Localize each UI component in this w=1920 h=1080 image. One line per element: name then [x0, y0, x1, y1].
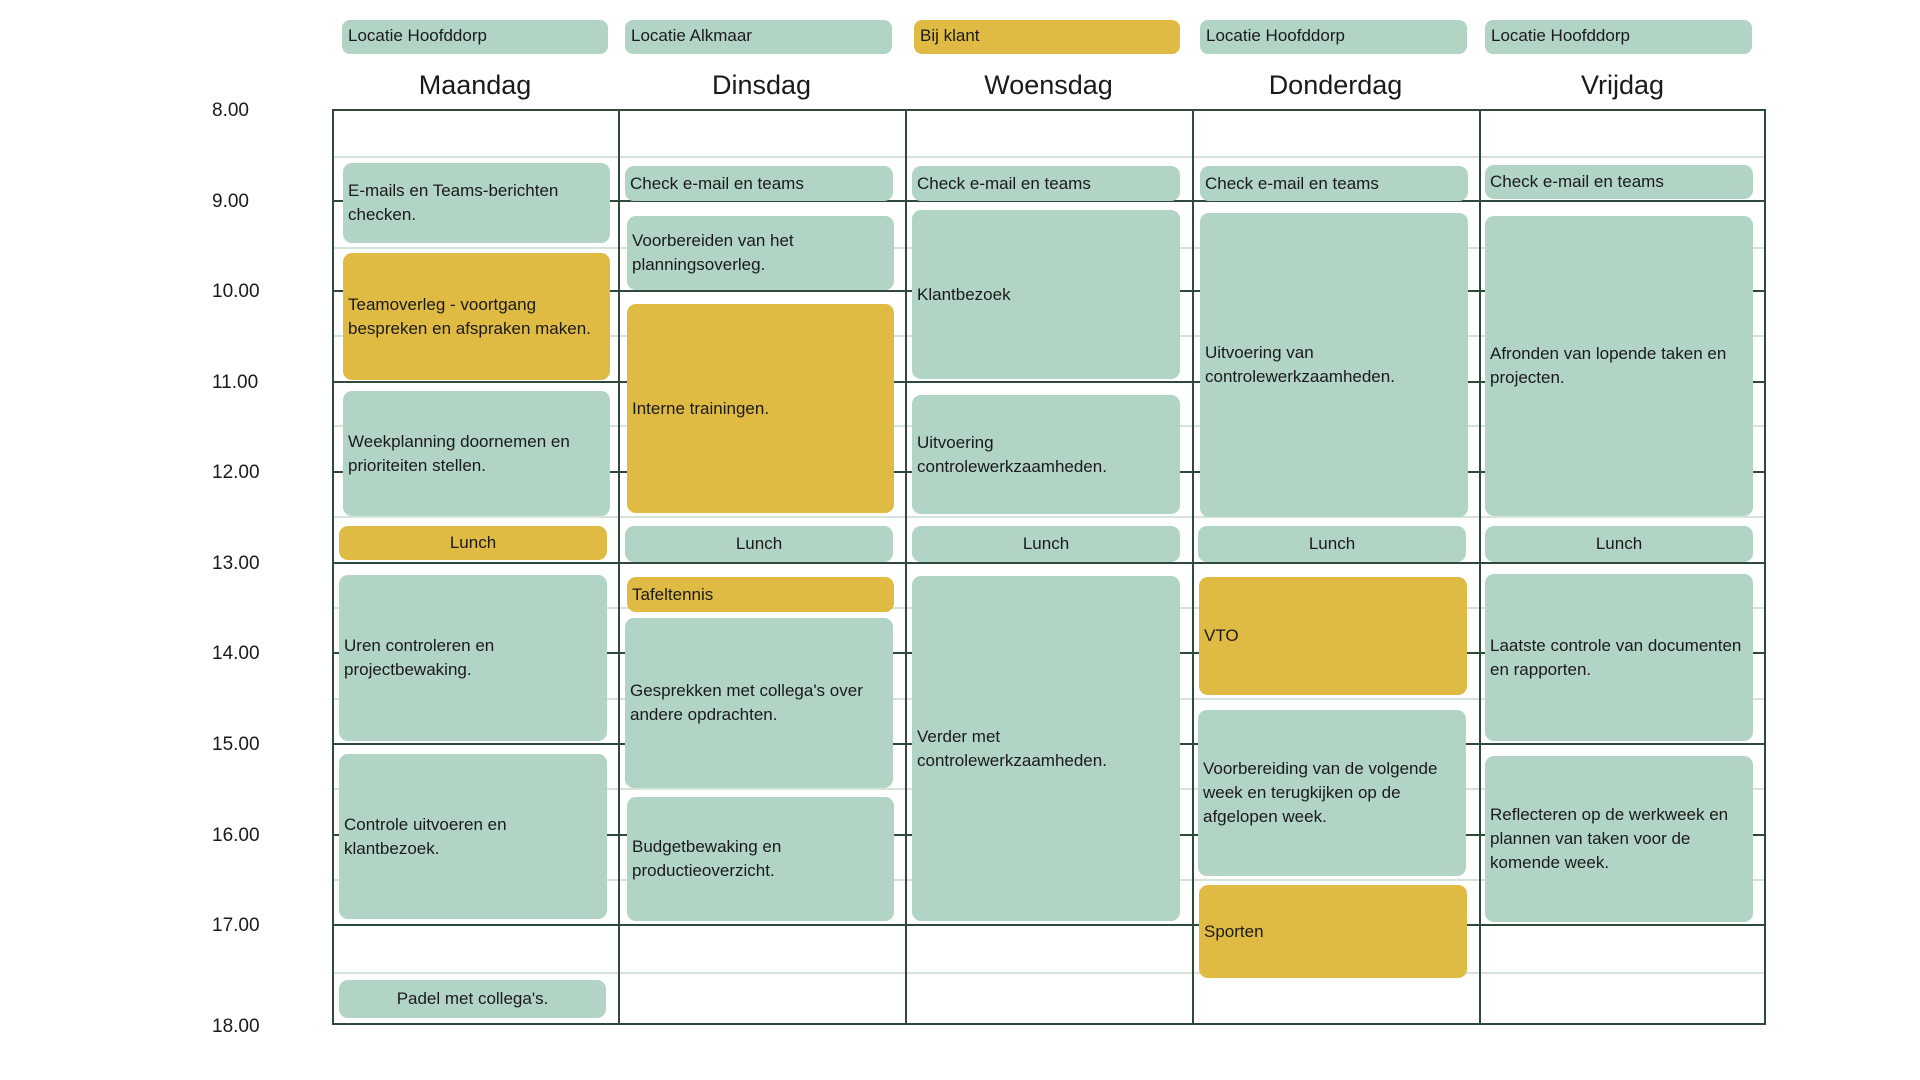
- schedule-grid: [332, 109, 1766, 1025]
- event-label: Lunch: [735, 534, 783, 553]
- event-block-check-e-mail-en-teams[interactable]: Check e-mail en teams: [912, 166, 1180, 201]
- day-header-maandag: Maandag: [418, 70, 532, 100]
- event-block-afronden-van-lopende-taken-en-projecten[interactable]: Afronden van lopende taken en projecten.: [1485, 216, 1753, 516]
- day-header-woensdag: Woensdag: [984, 70, 1113, 100]
- event-label: Lunch: [1022, 534, 1070, 553]
- event-block-laatste-controle-van-documenten-en-rappo[interactable]: Laatste controle van documenten en rappo…: [1485, 574, 1753, 741]
- event-label: Lunch: [1595, 534, 1643, 553]
- hour-line: [334, 200, 1764, 202]
- location-badge: Locatie Alkmaar: [625, 20, 892, 54]
- time-label: 13.00: [212, 553, 260, 574]
- hour-line: [334, 562, 1764, 564]
- event-block-vto[interactable]: VTO: [1199, 577, 1467, 695]
- event-label: Uitvoering controlewerkzaamheden.: [917, 432, 1107, 476]
- time-label: 17.00: [212, 915, 260, 936]
- event-block-e-mails-en-teams-berichten-checken[interactable]: E-mails en Teams-berichten checken.: [343, 163, 610, 243]
- event-label: Laatste controle van documenten en rappo…: [1490, 635, 1742, 679]
- event-label: Controle uitvoeren en klantbezoek.: [344, 814, 507, 858]
- half-hour-line: [334, 972, 1764, 974]
- event-label: Lunch: [1308, 534, 1356, 553]
- location-badge: Locatie Hoofddorp: [1485, 20, 1752, 54]
- event-block-uitvoering-controlewerkzaamheden[interactable]: Uitvoering controlewerkzaamheden.: [912, 395, 1180, 514]
- event-block-lunch[interactable]: Lunch: [625, 526, 893, 562]
- event-block-tafeltennis[interactable]: Tafeltennis: [627, 577, 894, 612]
- time-label: 8.00: [212, 100, 249, 121]
- hour-line: [334, 381, 1764, 383]
- time-label: 11.00: [212, 372, 259, 393]
- event-block-padel-met-collega-s[interactable]: Padel met collega's.: [339, 980, 606, 1018]
- event-label: Klantbezoek: [917, 284, 1011, 304]
- event-block-controle-uitvoeren-en-klantbezoek[interactable]: Controle uitvoeren en klantbezoek.: [339, 754, 607, 919]
- time-label: 14.00: [212, 643, 260, 664]
- event-block-check-e-mail-en-teams[interactable]: Check e-mail en teams: [625, 166, 893, 201]
- event-label: Weekplanning doornemen en prioriteiten s…: [348, 431, 570, 475]
- time-label: 12.00: [212, 462, 260, 483]
- event-label: E-mails en Teams-berichten checken.: [348, 181, 559, 224]
- day-column-divider: [1192, 109, 1194, 1025]
- event-block-uren-controleren-en-projectbewaking[interactable]: Uren controleren en projectbewaking.: [339, 575, 607, 741]
- time-label: 15.00: [212, 734, 260, 755]
- event-label: Afronden van lopende taken en projecten.: [1490, 344, 1727, 387]
- event-label: Gesprekken met collega's over andere opd…: [630, 681, 863, 724]
- event-label: Check e-mail en teams: [1205, 173, 1379, 193]
- event-block-voorbereiding-van-de-volgende-week-en-te[interactable]: Voorbereiding van de volgende week en te…: [1198, 710, 1466, 876]
- event-block-teamoverleg-voortgang-bespreken-en-afspr[interactable]: Teamoverleg - voortgang bespreken en afs…: [343, 253, 610, 380]
- event-label: Voorbereiden van het planningsoverleg.: [632, 231, 794, 274]
- time-label: 18.00: [212, 1016, 260, 1037]
- day-header-dinsdag: Dinsdag: [711, 70, 812, 100]
- event-block-budgetbewaking-en-productieoverzicht[interactable]: Budgetbewaking en productieoverzicht.: [627, 797, 894, 921]
- event-label: Check e-mail en teams: [917, 173, 1091, 193]
- event-label: VTO: [1204, 626, 1239, 645]
- event-block-uitvoering-van-controlewerkzaamheden[interactable]: Uitvoering van controlewerkzaamheden.: [1200, 213, 1468, 517]
- event-label: Check e-mail en teams: [630, 173, 804, 193]
- event-label: Voorbereiding van de volgende week en te…: [1203, 759, 1438, 826]
- event-block-weekplanning-doornemen-en-prioriteiten-s[interactable]: Weekplanning doornemen en prioriteiten s…: [343, 391, 610, 516]
- location-badge: Locatie Hoofddorp: [342, 20, 608, 54]
- event-block-klantbezoek[interactable]: Klantbezoek: [912, 210, 1180, 379]
- time-label: 9.00: [212, 191, 249, 212]
- day-header-donderdag: Donderdag: [1268, 70, 1403, 100]
- event-label: Verder met controlewerkzaamheden.: [917, 726, 1107, 770]
- event-label: Check e-mail en teams: [1490, 172, 1664, 191]
- time-label: 16.00: [212, 825, 260, 846]
- day-column-divider: [1479, 109, 1481, 1025]
- location-badge: Bij klant: [914, 20, 1180, 54]
- event-block-reflecteren-op-de-werkweek-en-plannen-va[interactable]: Reflecteren op de werkweek en plannen va…: [1485, 756, 1753, 922]
- event-block-lunch[interactable]: Lunch: [1485, 526, 1753, 562]
- event-label: Teamoverleg - voortgang bespreken en afs…: [348, 294, 591, 338]
- hour-line: [334, 924, 1764, 926]
- event-block-lunch[interactable]: Lunch: [1198, 526, 1466, 562]
- day-column-divider: [618, 109, 620, 1025]
- event-block-verder-met-controlewerkzaamheden[interactable]: Verder met controlewerkzaamheden.: [912, 576, 1180, 921]
- event-block-gesprekken-met-collega-s-over-andere-opd[interactable]: Gesprekken met collega's over andere opd…: [625, 618, 893, 788]
- event-block-lunch[interactable]: Lunch: [339, 526, 607, 560]
- event-label: Padel met collega's.: [396, 989, 549, 1008]
- event-block-voorbereiden-van-het-planningsoverleg[interactable]: Voorbereiden van het planningsoverleg.: [627, 216, 894, 290]
- time-label: 10.00: [212, 281, 260, 302]
- half-hour-line: [334, 156, 1764, 158]
- event-block-interne-trainingen[interactable]: Interne trainingen.: [627, 304, 894, 513]
- event-label: Interne trainingen.: [632, 398, 770, 418]
- event-label: Reflecteren op de werkweek en plannen va…: [1490, 805, 1729, 872]
- event-block-check-e-mail-en-teams[interactable]: Check e-mail en teams: [1200, 166, 1468, 201]
- event-label: Sporten: [1204, 921, 1264, 941]
- event-block-sporten[interactable]: Sporten: [1199, 885, 1467, 978]
- half-hour-line: [334, 516, 1764, 518]
- day-header-vrijdag: Vrijdag: [1580, 70, 1665, 100]
- event-label: Uren controleren en projectbewaking.: [344, 636, 495, 679]
- event-label: Tafeltennis: [632, 584, 714, 604]
- location-badge: Locatie Hoofddorp: [1200, 20, 1467, 54]
- event-label: Uitvoering van controlewerkzaamheden.: [1205, 343, 1395, 386]
- event-label: Budgetbewaking en productieoverzicht.: [632, 837, 782, 880]
- event-label: Lunch: [449, 533, 497, 552]
- event-block-check-e-mail-en-teams[interactable]: Check e-mail en teams: [1485, 165, 1753, 199]
- day-column-divider: [905, 109, 907, 1025]
- event-block-lunch[interactable]: Lunch: [912, 526, 1180, 562]
